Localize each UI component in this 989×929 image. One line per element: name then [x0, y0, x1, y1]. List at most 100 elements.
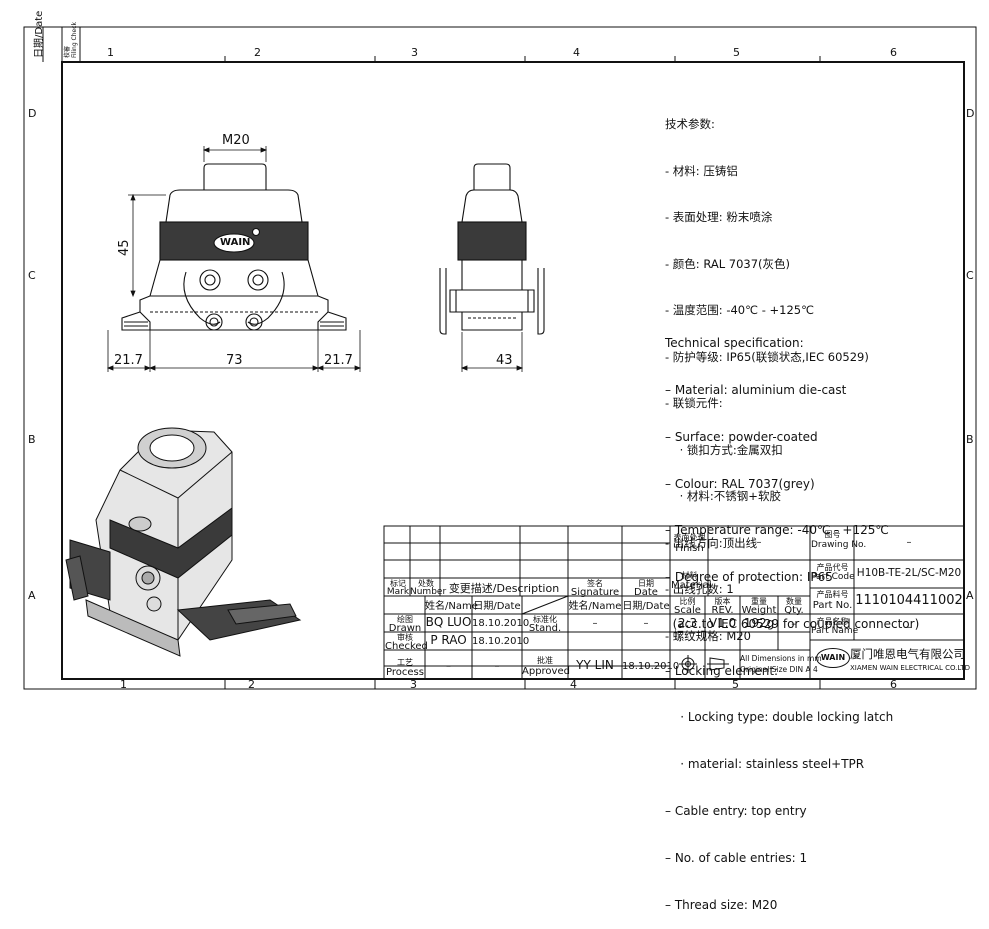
part-name-cn: 产品名称	[816, 617, 849, 626]
dim-thread: M20	[222, 133, 250, 148]
zone-top-4: 4	[573, 46, 580, 59]
spec-cn-line: - 颜色: RAL 7037(灰色)	[665, 256, 791, 271]
finish-cn: 表面处理	[673, 533, 706, 542]
number-label: Number	[410, 587, 447, 597]
qty-cn: 数量	[786, 597, 802, 606]
dims-note-2: Original Size DIN A 4	[740, 665, 818, 674]
company-name-cn: 厦门唯恩电气有限公司	[850, 647, 965, 661]
description-label: 变更描述/Description	[448, 582, 560, 595]
part-name-value: –	[906, 622, 912, 633]
date-cn: 日期	[638, 579, 654, 588]
spec-en-line: – Colour: RAL 7037(grey)	[665, 476, 815, 491]
name-header: 姓名/Name	[425, 601, 478, 612]
drawing-no-value: –	[906, 537, 912, 548]
company-logo: WAIN	[816, 648, 850, 668]
side-dims	[460, 332, 524, 372]
zone-left-a: A	[28, 589, 36, 602]
dim-height: 45	[117, 239, 132, 256]
signature-cn: 签名	[587, 579, 603, 588]
spec-en-line: – Material: aluminium die-cast	[665, 382, 847, 397]
process-cn: 工艺	[397, 658, 413, 667]
stand-cn: 标准化	[533, 615, 557, 624]
part-code-label: Part Code	[811, 572, 855, 582]
spec-cn-title: 技术参数:	[665, 117, 715, 131]
stand-name: –	[592, 618, 598, 629]
finish-value: –	[756, 537, 762, 548]
material-label: Material	[671, 580, 712, 591]
zone-bottom-6: 6	[890, 678, 897, 691]
finish-label: Finish	[675, 543, 704, 554]
name-header-2: 姓名/Name	[568, 601, 622, 612]
spec-cn: 技术参数: - 材料: 压铸铝 - 表面处理: 粉末喷涂 - 颜色: RAL 7…	[665, 86, 869, 660]
filing-check-cn: 校審	[64, 45, 71, 58]
checked-cn: 审核	[397, 633, 413, 642]
weight-label: Weight	[741, 605, 777, 616]
spec-cn-line: - 防护等级: IP65(联锁状态,IEC 60529)	[665, 349, 869, 364]
checked-label: Checked	[385, 641, 428, 652]
spec-en-line: – Degree of protection: IP65	[665, 570, 833, 585]
drawn-cn: 绘图	[397, 615, 413, 624]
side-view	[439, 163, 545, 335]
drawing-no-cn: 图号	[824, 530, 841, 539]
signature-label: Signature	[570, 587, 620, 598]
part-no-cn: 产品料号	[816, 590, 849, 599]
iso-view	[65, 427, 302, 657]
filing-check-label: Filing Check	[71, 22, 78, 58]
mark-label: Mark	[386, 587, 410, 597]
mark-cn: 标记	[390, 579, 406, 588]
spec-en-line: – Cable entry: top entry	[665, 804, 807, 818]
zone-top-3: 3	[411, 46, 418, 59]
rev-value: V1.0	[708, 616, 737, 630]
checked-date: 18.10.2010	[472, 636, 530, 647]
spec-cn-line: - 温度范围: -40℃ - +125℃	[665, 303, 814, 317]
spec-cn-line: - 材料: 压铸铝	[665, 163, 738, 178]
zone-right-b: B	[966, 433, 974, 446]
zone-left-c: C	[28, 269, 36, 282]
approved-date: 18.10.2010	[622, 661, 680, 672]
spec-cn-line: - 出线方向:顶出线	[665, 535, 758, 550]
stand-date: –	[643, 618, 649, 629]
zone-top-2: 2	[254, 46, 261, 59]
projection-symbol	[679, 655, 729, 673]
drawing-sheet	[23, 26, 977, 690]
spec-cn-line: - 表面处理: 粉末喷涂	[665, 210, 773, 224]
spec-en-line: · material: stainless steel+TPR	[665, 757, 865, 772]
spec-en-line: – No. of cable entries: 1	[665, 850, 808, 865]
spec-en-line: – Thread size: M20	[665, 897, 778, 912]
checked-name: P RAO	[430, 633, 467, 647]
drawn-date: 18.10.2010	[472, 618, 530, 629]
spec-en-line: – Temperature range: -40℃ - +125℃	[665, 523, 889, 538]
approved-cn: 批准	[537, 656, 553, 665]
title-block-grid	[383, 525, 965, 680]
rev-label: REV.	[711, 605, 734, 616]
rev-cn: 版本	[714, 597, 731, 606]
spec-cn-line: - 联锁元件:	[665, 396, 723, 410]
dim-side-width: 43	[496, 353, 513, 368]
material-cn: 材料	[681, 571, 698, 580]
spec-en-line: – Locking element:	[665, 663, 779, 678]
zone-bottom-5: 5	[732, 678, 739, 691]
spec-cn-line: - 螺纹规格: M20	[665, 628, 751, 643]
zone-bottom-2: 2	[248, 678, 255, 691]
part-no-label: Part No.	[812, 600, 853, 611]
approved-label: Approved	[522, 666, 570, 677]
part-code-cn: 产品代号	[816, 563, 849, 572]
drawn-label: Drawn	[388, 623, 422, 634]
approved-name: YY LIN	[576, 658, 614, 672]
spec-cn-line: · 锁扣方式:金属双扣	[665, 442, 783, 457]
zone-left-d: D	[28, 107, 37, 120]
number-cn: 处数	[418, 579, 434, 588]
weight-cn: 重量	[751, 597, 767, 606]
zone-top-5: 5	[733, 46, 740, 59]
company-name-en: XIAMEN WAIN ELECTRICAL CO.LTD	[850, 664, 971, 672]
zone-left-b: B	[28, 433, 36, 446]
spec-en-line: (acc.to IEC 60529 for coupled connector)	[665, 616, 920, 631]
drawing-no-label: Drawing No.	[811, 540, 867, 550]
material-value: –	[756, 574, 762, 585]
stand-label: Stand.	[528, 623, 562, 634]
zone-top-1: 1	[107, 46, 114, 59]
zone-bottom-1: 1	[120, 678, 127, 691]
process-label: Process	[386, 667, 424, 678]
spec-cn-line: · 材料:不锈钢+软胶	[665, 489, 781, 503]
dim-width: 73	[226, 353, 243, 368]
